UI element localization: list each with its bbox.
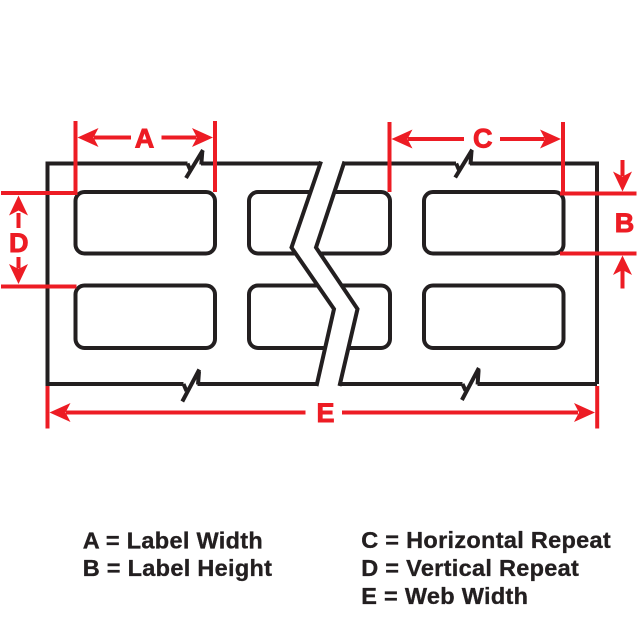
svg-text:E: E bbox=[316, 398, 334, 428]
svg-text:C = Horizontal Repeat: C = Horizontal Repeat bbox=[361, 527, 611, 553]
svg-text:D: D bbox=[9, 228, 29, 258]
svg-text:B = Label Height: B = Label Height bbox=[83, 555, 273, 581]
svg-text:A = Label Width: A = Label Width bbox=[83, 528, 263, 554]
svg-text:C: C bbox=[473, 124, 493, 154]
svg-text:A: A bbox=[135, 123, 155, 153]
svg-text:B: B bbox=[615, 208, 635, 238]
svg-text:E = Web Width: E = Web Width bbox=[361, 583, 528, 609]
svg-text:D = Vertical Repeat: D = Vertical Repeat bbox=[361, 555, 579, 581]
